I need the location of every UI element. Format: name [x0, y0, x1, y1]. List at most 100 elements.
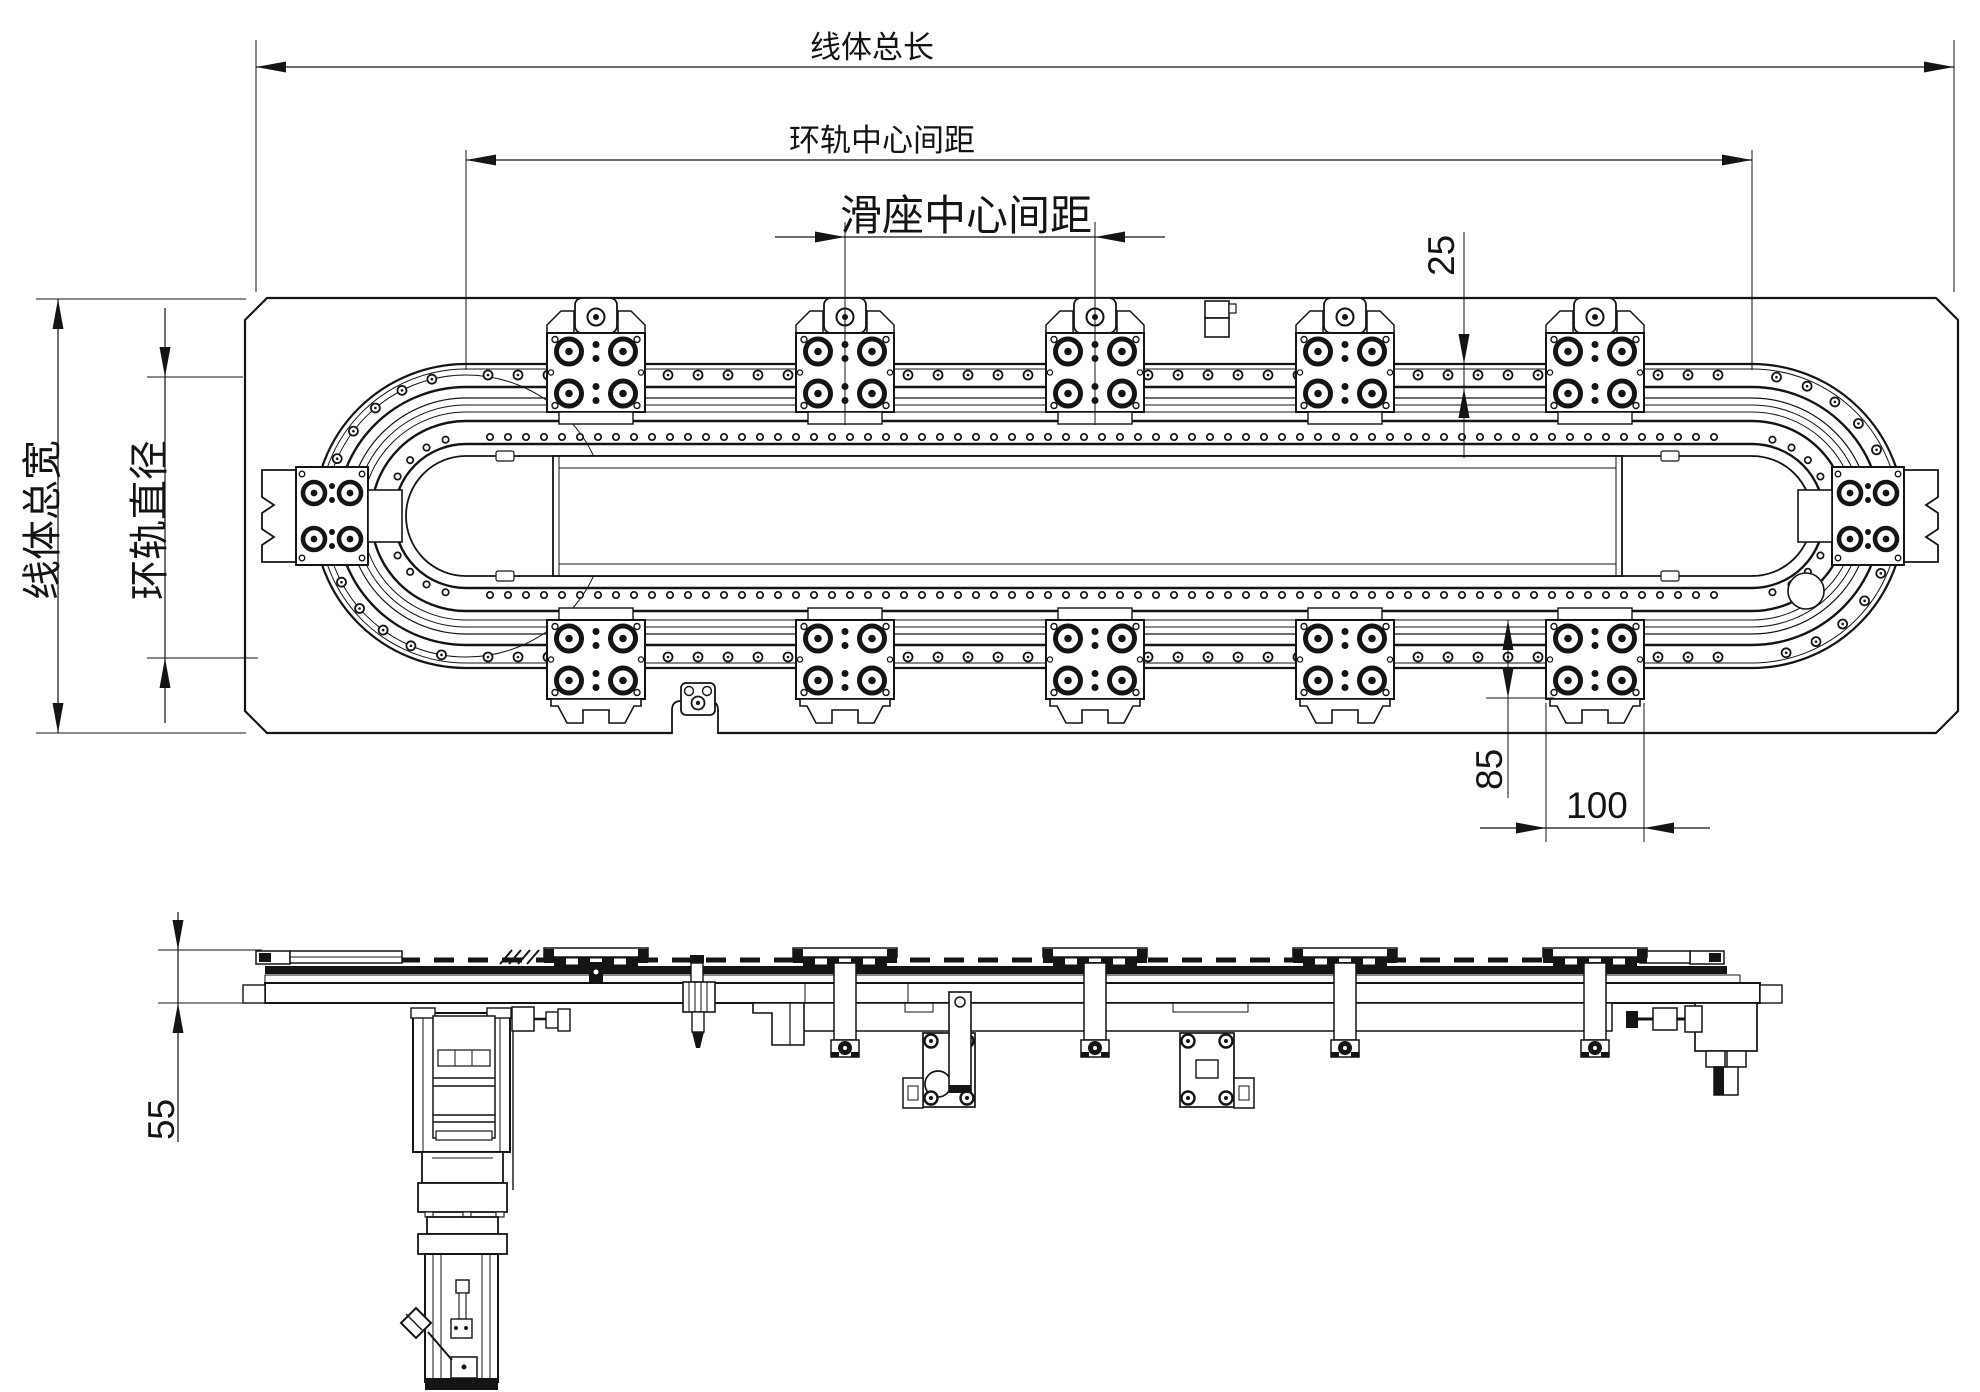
bolt-hole-small [1241, 590, 1251, 600]
bolt-hole-center [1206, 655, 1210, 659]
carriage-bolt-center [1314, 634, 1322, 643]
carriage-bolt-center [1618, 634, 1626, 643]
bolt-hole-center [1656, 373, 1660, 377]
bolt-hole-center [726, 655, 730, 659]
circle [965, 1096, 969, 1100]
corner-hole [1132, 335, 1140, 344]
bolt-hole-small [1803, 456, 1812, 465]
corner-hole [1382, 335, 1390, 344]
end-slider [367, 489, 403, 543]
carriage-bottom [1545, 607, 1645, 724]
carriage-bolt-center [1118, 389, 1126, 398]
rect [1172, 1002, 1249, 1013]
bolt-hole-small [773, 432, 783, 442]
motor-cap [425, 1378, 498, 1390]
bolt-hole-small [701, 432, 711, 442]
carriage-bolt-center [310, 489, 318, 497]
bolt-hole-center [996, 655, 1000, 659]
dowel-dot [1591, 670, 1599, 677]
bolt-hole-small [1547, 590, 1557, 600]
end-fitting-left [511, 1006, 571, 1190]
bolt-hole-center [906, 655, 910, 659]
rect [486, 1007, 512, 1019]
end-carriage-right [1797, 466, 1939, 566]
end-carriage-block [295, 466, 369, 566]
dimension-arrow [1502, 668, 1514, 698]
dim-label-slider-center-distance: 滑座中心间距 [840, 192, 1092, 239]
bolt-hole-small [989, 432, 999, 442]
dim-ring-diameter [147, 308, 258, 723]
bolt-hole-small [1439, 432, 1449, 442]
idler-assembly [1179, 1032, 1255, 1109]
dowel-dot [1591, 684, 1599, 691]
carriage-foot [558, 607, 634, 621]
side-base-plate [264, 982, 1761, 1004]
idler-circle [1787, 572, 1825, 610]
carriage-bolt-center [814, 347, 822, 356]
bolt-hole-small [737, 590, 747, 600]
ring-track-edge [354, 404, 1864, 628]
bolt-hole-center [1536, 655, 1540, 659]
bolt-hole-small [1421, 590, 1431, 600]
bolt-hole-small [881, 590, 891, 600]
carriage-bolt-center [868, 347, 876, 356]
corner-hole [1632, 401, 1640, 410]
dowel-dot [592, 642, 600, 649]
bolt-hole-small [1205, 432, 1215, 442]
circle [1593, 1046, 1597, 1050]
bolt-hole-center [996, 373, 1000, 377]
bolt-hole-small [1475, 432, 1485, 442]
corner-hole [1382, 401, 1390, 410]
bolt-hole-small [1079, 590, 1089, 600]
bolt-hole-small [557, 432, 567, 442]
circle [1093, 1046, 1097, 1050]
dim-label-total-length: 线体总长 [810, 30, 934, 65]
bolt-hole-small [1367, 590, 1377, 600]
bolt-hole-small [1583, 432, 1593, 442]
dowel-dot [1341, 642, 1349, 649]
carriage-foot [1057, 607, 1133, 621]
bolt-hole-small [935, 432, 945, 442]
carriage-bolt-center [1564, 676, 1572, 685]
dowel-dot [1341, 341, 1349, 348]
bolt-hole-small [1331, 432, 1341, 442]
rect [435, 1130, 493, 1141]
corner-hole [551, 622, 559, 631]
circle [1343, 1046, 1347, 1050]
bolt-hole-small [1151, 590, 1161, 600]
bolt-hole-small [393, 472, 402, 481]
carriage-bolt-center [868, 634, 876, 643]
carriage-bolt-center [1314, 676, 1322, 685]
bolt-hole-center [409, 644, 413, 648]
carriage-bolt-center [565, 634, 573, 643]
bolt-hole-small [1187, 432, 1197, 442]
bolt-hole-center [756, 373, 760, 377]
rect [1204, 317, 1230, 338]
bolt-hole-center [786, 373, 790, 377]
carriage-top [546, 297, 646, 425]
bolt-hole-center [1146, 655, 1150, 659]
rect [450, 1318, 473, 1339]
carriage-leg [830, 962, 860, 1058]
edge-hole [1386, 369, 1394, 376]
dowel-dot [592, 684, 600, 691]
corner-hole [800, 401, 808, 410]
bolt-hole-small [1619, 432, 1629, 442]
carriage-top [1295, 297, 1395, 425]
bolt-hole-small [1313, 432, 1323, 442]
bolt-hole-center [1176, 655, 1180, 659]
corner-hole [1834, 470, 1842, 478]
carriage-leg [1330, 962, 1360, 1058]
corner-hole [800, 688, 808, 697]
carriage-foot [558, 411, 634, 425]
rect [1228, 303, 1237, 314]
end-clamp-plate [1903, 469, 1939, 563]
rect [1542, 947, 1648, 958]
bolt-hole-small [1619, 590, 1629, 600]
bolt-hole-small [1493, 590, 1503, 600]
carriage-bolt-center [1368, 389, 1376, 398]
carriage-bolt-center [814, 676, 822, 685]
bolt-hole-small [422, 580, 431, 589]
bolt-hole-small [503, 432, 513, 442]
carriage-bolt-center [310, 535, 318, 543]
